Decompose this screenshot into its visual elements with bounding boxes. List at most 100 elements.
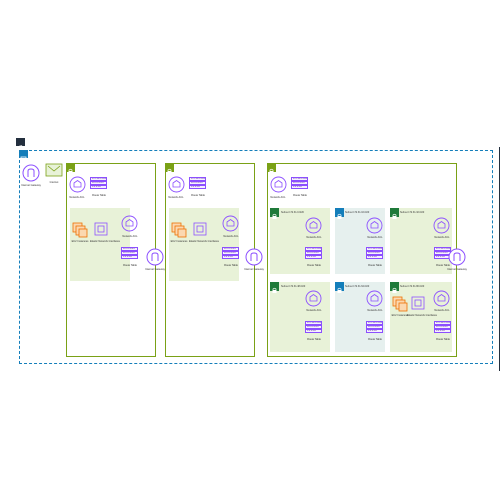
route-row: 172.16.0.0/24 — [90, 177, 107, 181]
vpc-c-igw-icon — [448, 248, 466, 266]
vpc-a-eni-icon — [94, 222, 108, 236]
vpc-c-subnet-6-ec2-icon — [392, 296, 408, 312]
vpc-b-subnet — [169, 208, 239, 281]
vpc-c-subnet-2-nacl-icon — [366, 217, 383, 234]
vpc-c-subnet-1-label: Subnet 172.31.0.0/20 — [281, 211, 304, 214]
route-row: 0.0.0.0/0 — [189, 185, 206, 189]
vpc-c-subnet-1-rt-table: 172.16.0.0/24 10.0.0.0/16 0.0.0.0/0 — [305, 247, 322, 259]
vpc-a-subnet-nacl-icon — [121, 215, 138, 232]
route-row: 172.16.0.0/24 — [434, 247, 451, 251]
route-row: 10.0.0.0/24 — [222, 247, 239, 251]
route-row: 10.0.0.0/16 — [434, 325, 451, 329]
route-row: 172.16.0.0/24 — [434, 321, 451, 325]
vpc-c-subnet-4-nacl-icon — [305, 290, 322, 307]
route-row: 10.0.0.0/16 — [189, 181, 206, 185]
vpc-c-subnet-1-rt-label: Route Table — [307, 264, 321, 267]
vpc-a-nacl-icon — [69, 176, 86, 193]
route-row: 0.0.0.0/0 — [366, 255, 383, 259]
vpc-c-subnet-1-nacl-label: Network ACL — [306, 236, 322, 239]
vpc-c-subnet-1-lock-icon — [270, 208, 279, 219]
vpc-c-subnet-1-nacl-icon — [305, 217, 322, 234]
vpc-a-rt-label: Route Table — [92, 194, 106, 197]
vpc-c-subnet-3-rt-table: 172.16.0.0/24 10.0.0.0/16 0.0.0.0/0 — [434, 247, 451, 259]
route-row: 10.0.0.0/16 — [366, 251, 383, 255]
vpc-b-subnet-nacl-label: Network ACL — [223, 235, 239, 238]
vpc-c-subnet-2-rt-table: 172.16.0.0/24 10.0.0.0/16 0.0.0.0/0 — [366, 247, 383, 259]
vpc-b-eni-icon — [193, 222, 207, 236]
vpc-b-igw-label: Internet Gateway — [244, 268, 264, 271]
aws-cloud-icon — [16, 138, 25, 149]
vpc-b-subnet-rt-label: Route Table — [224, 264, 238, 267]
vpc-b-ec2-icon — [171, 222, 187, 238]
vpc-c-subnet-6-lock-icon — [390, 282, 399, 293]
vpc-c-subnet-2 — [335, 208, 385, 274]
vpc-c-subnet-6-eni-icon — [411, 296, 425, 310]
vpc-b-subnet-rt-table: 10.0.0.0/24 10.0.0.0/16 0.0.0.0/0 — [222, 247, 239, 259]
route-row: 0.0.0.0/0 — [305, 329, 322, 333]
route-row: 0.0.0.0/0 — [366, 329, 383, 333]
route-row: 0.0.0.0/0 — [90, 185, 107, 189]
route-row: 172.16.0.0/24 — [305, 321, 322, 325]
internet-gateway-left-label: Internet Gateway — [21, 184, 41, 187]
route-row: 172.16.0.0/24 — [366, 247, 383, 251]
route-row: 10.0.0.0/16 — [305, 251, 322, 255]
internet-edge-label: Internet — [49, 181, 59, 184]
vpc-c-subnet-5-nacl-label: Network ACL — [367, 309, 383, 312]
vpc-b-ec2-label: EC2 Instances — [170, 240, 188, 243]
route-row: 10.0.0.0/16 — [121, 251, 138, 255]
route-row: 0.0.0.0/0 — [434, 329, 451, 333]
vpc-c-nacl-label: Network ACL — [270, 196, 286, 199]
route-row: 10.0.0.0/16 — [291, 181, 308, 185]
route-row: 172.16.0.0/24 — [366, 321, 383, 325]
vpc-c-subnet-4-rt-label: Route Table — [307, 338, 321, 341]
vpc-c-subnet-3 — [390, 208, 452, 274]
route-row: 0.0.0.0/0 — [222, 255, 239, 259]
vpc-a-subnet-rt-table: 10.0.0.0/24 10.0.0.0/16 0.0.0.0/0 — [121, 247, 138, 259]
vpc-c-subnet-3-label: Subnet 172.31.32.0/20 — [400, 211, 425, 214]
vpc-c-subnet-2-label: Subnet 172.31.16.0/20 — [345, 211, 370, 214]
vpc-c-subnet-5-lock-icon — [335, 282, 344, 293]
vpc-c-subnet-3-lock-icon — [390, 208, 399, 219]
vpc-c-subnet-4-rt-table: 172.16.0.0/24 10.0.0.0/16 0.0.0.0/0 — [305, 321, 322, 333]
vpc-a-rt-table: 172.16.0.0/24 10.0.0.0/16 0.0.0.0/0 — [90, 177, 107, 189]
vpc-a-subnet — [70, 208, 130, 281]
vpc-c-nacl-icon — [270, 176, 287, 193]
vpc-a-nacl-label: Network ACL — [69, 196, 85, 199]
vpc-a-ec2-label: EC2 Instances — [71, 240, 89, 243]
vpc-c-lock-icon — [267, 163, 276, 174]
vpc-b-igw-icon — [245, 248, 263, 266]
route-row: 0.0.0.0/0 — [291, 185, 308, 189]
vpc-c-subnet-4-nacl-label: Network ACL — [306, 309, 322, 312]
vpc-c-subnet-6 — [390, 282, 452, 352]
internet-edge-box — [44, 162, 64, 180]
route-row: 172.16.0.0/24 — [305, 247, 322, 251]
vpc-a-subnet-nacl-label: Network ACL — [122, 235, 138, 238]
vpc-b-eni-label: Elastic Network Interfaces — [189, 240, 219, 243]
vpc-c-rt-table: 172.16.0.0/24 10.0.0.0/16 0.0.0.0/0 — [291, 177, 308, 189]
vpc-c-subnet-5 — [335, 282, 385, 352]
vpc-c-subnet-2-lock-icon — [335, 208, 344, 219]
route-row: 10.0.0.0/16 — [305, 325, 322, 329]
vpc-c-subnet-6-label: Subnet 172.31.80.0/20 — [400, 285, 425, 288]
route-row: 172.16.0.0/24 — [291, 177, 308, 181]
vpc-b-lock-icon — [165, 163, 174, 174]
route-row: 0.0.0.0/0 — [305, 255, 322, 259]
vpc-c-subnet-6-rt-label: Route Table — [436, 338, 450, 341]
vpc-c-subnet-6-ec2-label: EC2 Instances — [391, 314, 409, 317]
vpc-b-rt-label: Route Table — [191, 194, 205, 197]
vpc-c-subnet-4-label: Subnet 172.31.48.0/20 — [281, 285, 306, 288]
route-row: 10.0.0.0/24 — [121, 247, 138, 251]
vpc-c-subnet-3-nacl-icon — [433, 217, 450, 234]
vpc-c-rt-label: Route Table — [293, 194, 307, 197]
route-row: 10.0.0.0/16 — [222, 251, 239, 255]
vpc-c-subnet-3-rt-label: Route Table — [436, 264, 450, 267]
vpc-c-subnet-2-rt-label: Route Table — [368, 264, 382, 267]
vpc-b-nacl-icon — [168, 176, 185, 193]
vpc-c-subnet-5-rt-label: Route Table — [368, 338, 382, 341]
vpc-b-nacl-label: Network ACL — [168, 196, 184, 199]
vpc-c-subnet-5-nacl-icon — [366, 290, 383, 307]
vpc-a-ec2-icon — [72, 222, 88, 238]
vpc-c-subnet-5-rt-table: 172.16.0.0/24 10.0.0.0/16 0.0.0.0/0 — [366, 321, 383, 333]
vpc-c-subnet-2-nacl-label: Network ACL — [367, 236, 383, 239]
vpc-c-subnet-5-label: Subnet 172.31.64.0/20 — [345, 285, 370, 288]
